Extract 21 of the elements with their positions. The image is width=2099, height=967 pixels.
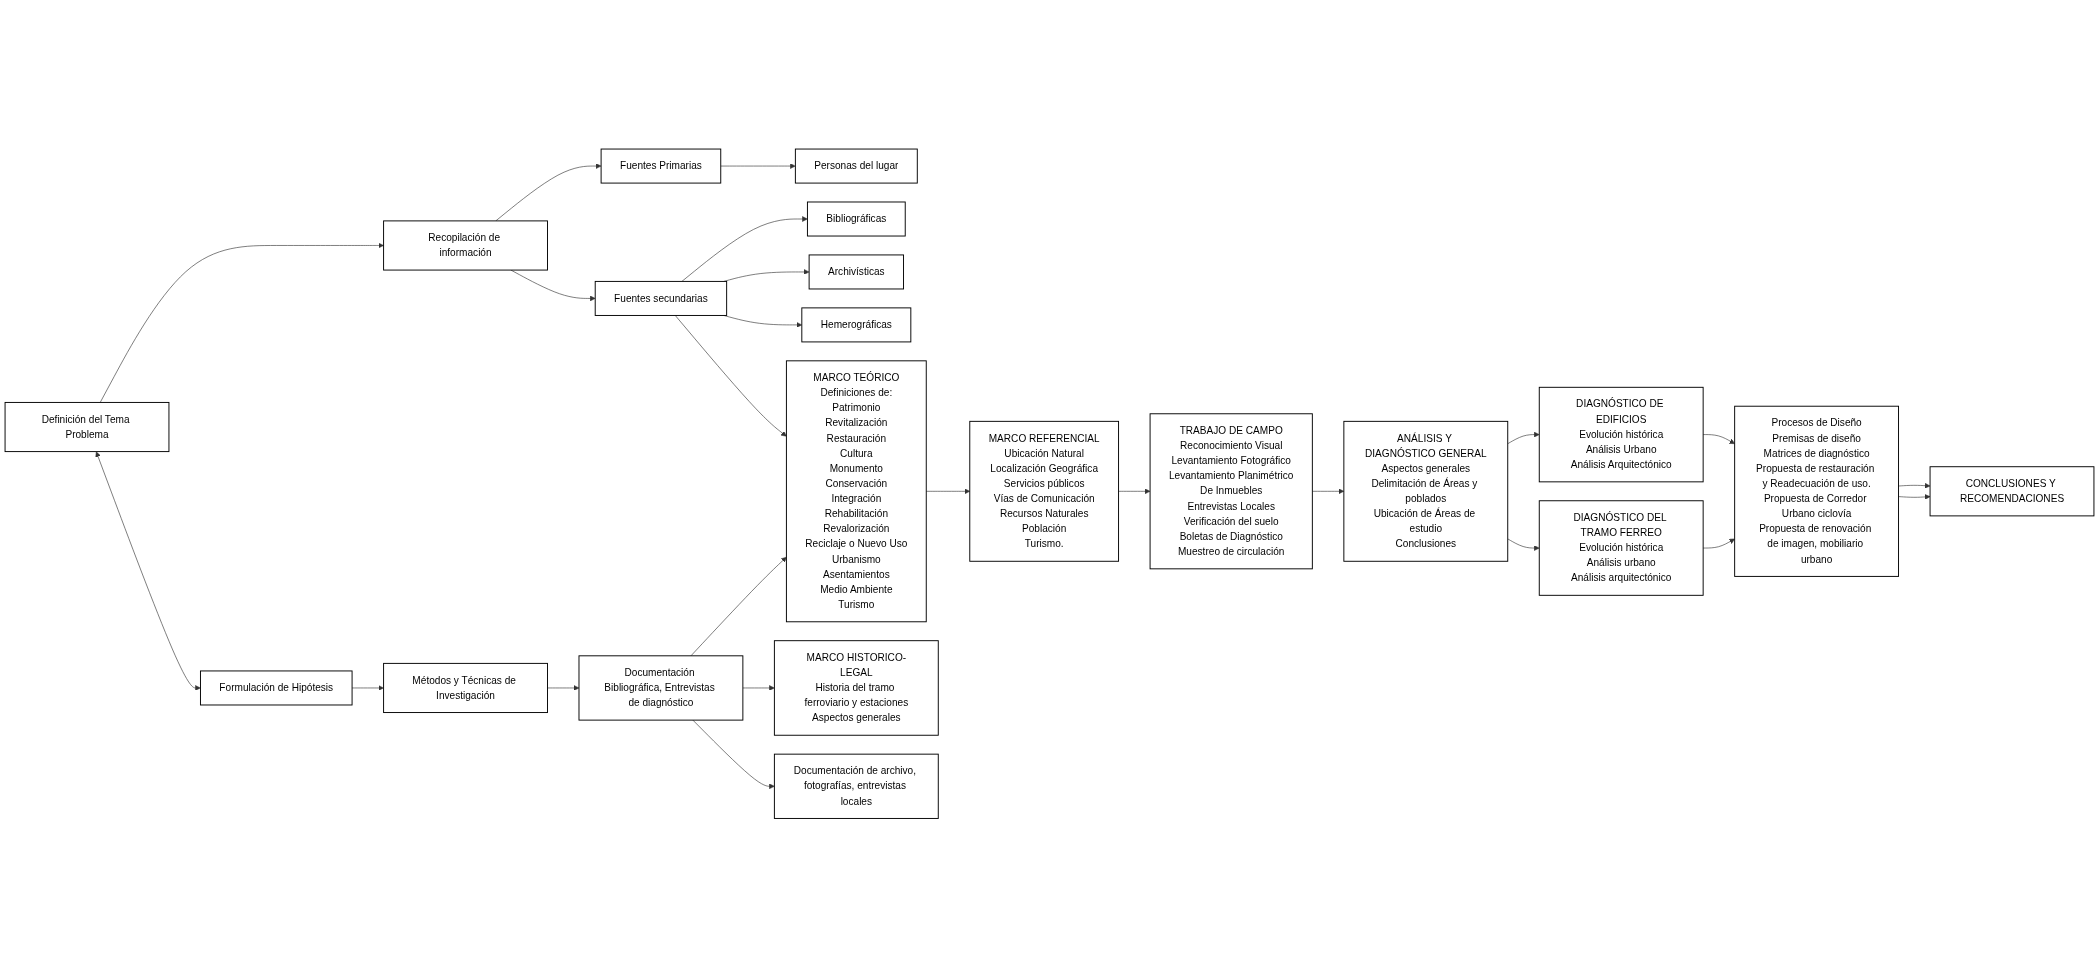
node-box: MARCO TEÓRICO Definiciones de: Patrimonio Revitalización Restauración Cultura Monumento Conservación Integración Rehabilitación Revalorización Reciclaje o Nuevo Uso Urbanismo Asentamientos Medio Ambiente Turismo — [785, 360, 927, 622]
node-box: Fuentes Primarias — [600, 148, 722, 184]
node-box: Procesos de Diseño Premisas de diseño Matrices de diagnóstico Propuesta de restauración y Readecuación de uso. Propuesta de Corredor Urbano ciclovía Propuesta de renovación de imagen, mobiliario urbano — [1734, 405, 1899, 577]
node-box: Fuentes secundarias — [594, 280, 728, 316]
node-box: Definición del Tema Problema — [4, 401, 170, 452]
node-box: DIAGNÓSTICO DEL TRAMO FERREO Evolución histórica Análisis urbano Análisis arquitectónico — [1538, 500, 1704, 596]
node-box: Recopilación de información — [383, 220, 548, 271]
node-box: TRABAJO DE CAMPO Reconocimiento Visual Levantamiento Fotográfico Levantamiento Planimétrico De Inmuebles Entrevistas Locales Verificación del suelo Boletas de Diagnóstico Muestreo de circulación — [1149, 413, 1313, 570]
node-box: Formulación de Hipótesis — [200, 670, 353, 706]
node-box: MARCO REFERENCIAL Ubicación Natural Localización Geográfica Servicios públicos Vías de Comunicación Recursos Naturales Población Turismo. — [969, 420, 1120, 562]
node-box: Hemerográficas — [801, 307, 912, 343]
node-box: ANÁLISIS Y DIAGNÓSTICO GENERAL Aspectos generales Delimitación de Áreas y poblados Ubicación de Áreas de estudio Conclusiones — [1343, 420, 1509, 562]
node-box: Bibliográficas — [806, 201, 906, 237]
node-box: Documentación de archivo, fotografías, entrevistas locales — [773, 753, 939, 819]
node-box: Documentación Bibliográfica, Entrevistas de diagnóstico — [578, 655, 744, 721]
node-box: DIAGNÓSTICO DE EDIFICIOS Evolución histórica Análisis Urbano Análisis Arquitectónico — [1538, 386, 1704, 483]
node-box: Métodos y Técnicas de Investigación — [383, 662, 548, 713]
node-box: CONCLUSIONES Y RECOMENDACIONES — [1929, 466, 2095, 517]
node-box: Archivísticas — [808, 254, 904, 290]
node-box: Personas del lugar — [794, 148, 918, 184]
node-box: MARCO HISTORICO-LEGAL Historia del tramo ferroviario y estaciones Aspectos generales — [773, 639, 939, 736]
